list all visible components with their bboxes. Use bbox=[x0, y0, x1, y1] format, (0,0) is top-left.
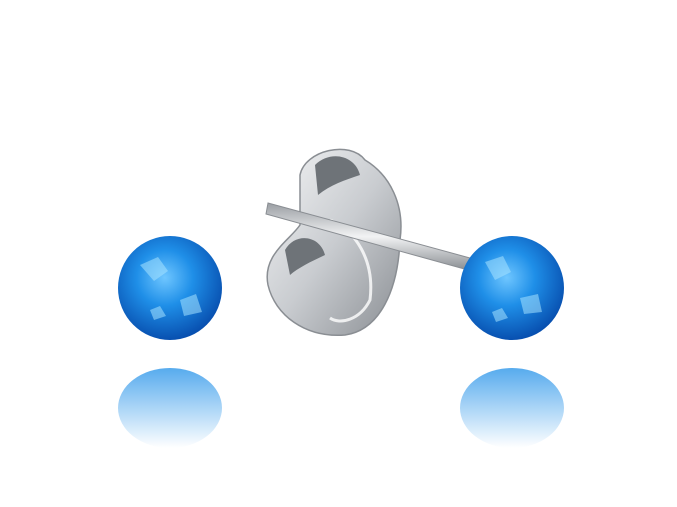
left-opal-stud bbox=[118, 236, 222, 340]
right-opal-reflection bbox=[460, 368, 564, 448]
right-opal-stud bbox=[460, 236, 564, 340]
left-opal-reflection bbox=[118, 368, 222, 448]
